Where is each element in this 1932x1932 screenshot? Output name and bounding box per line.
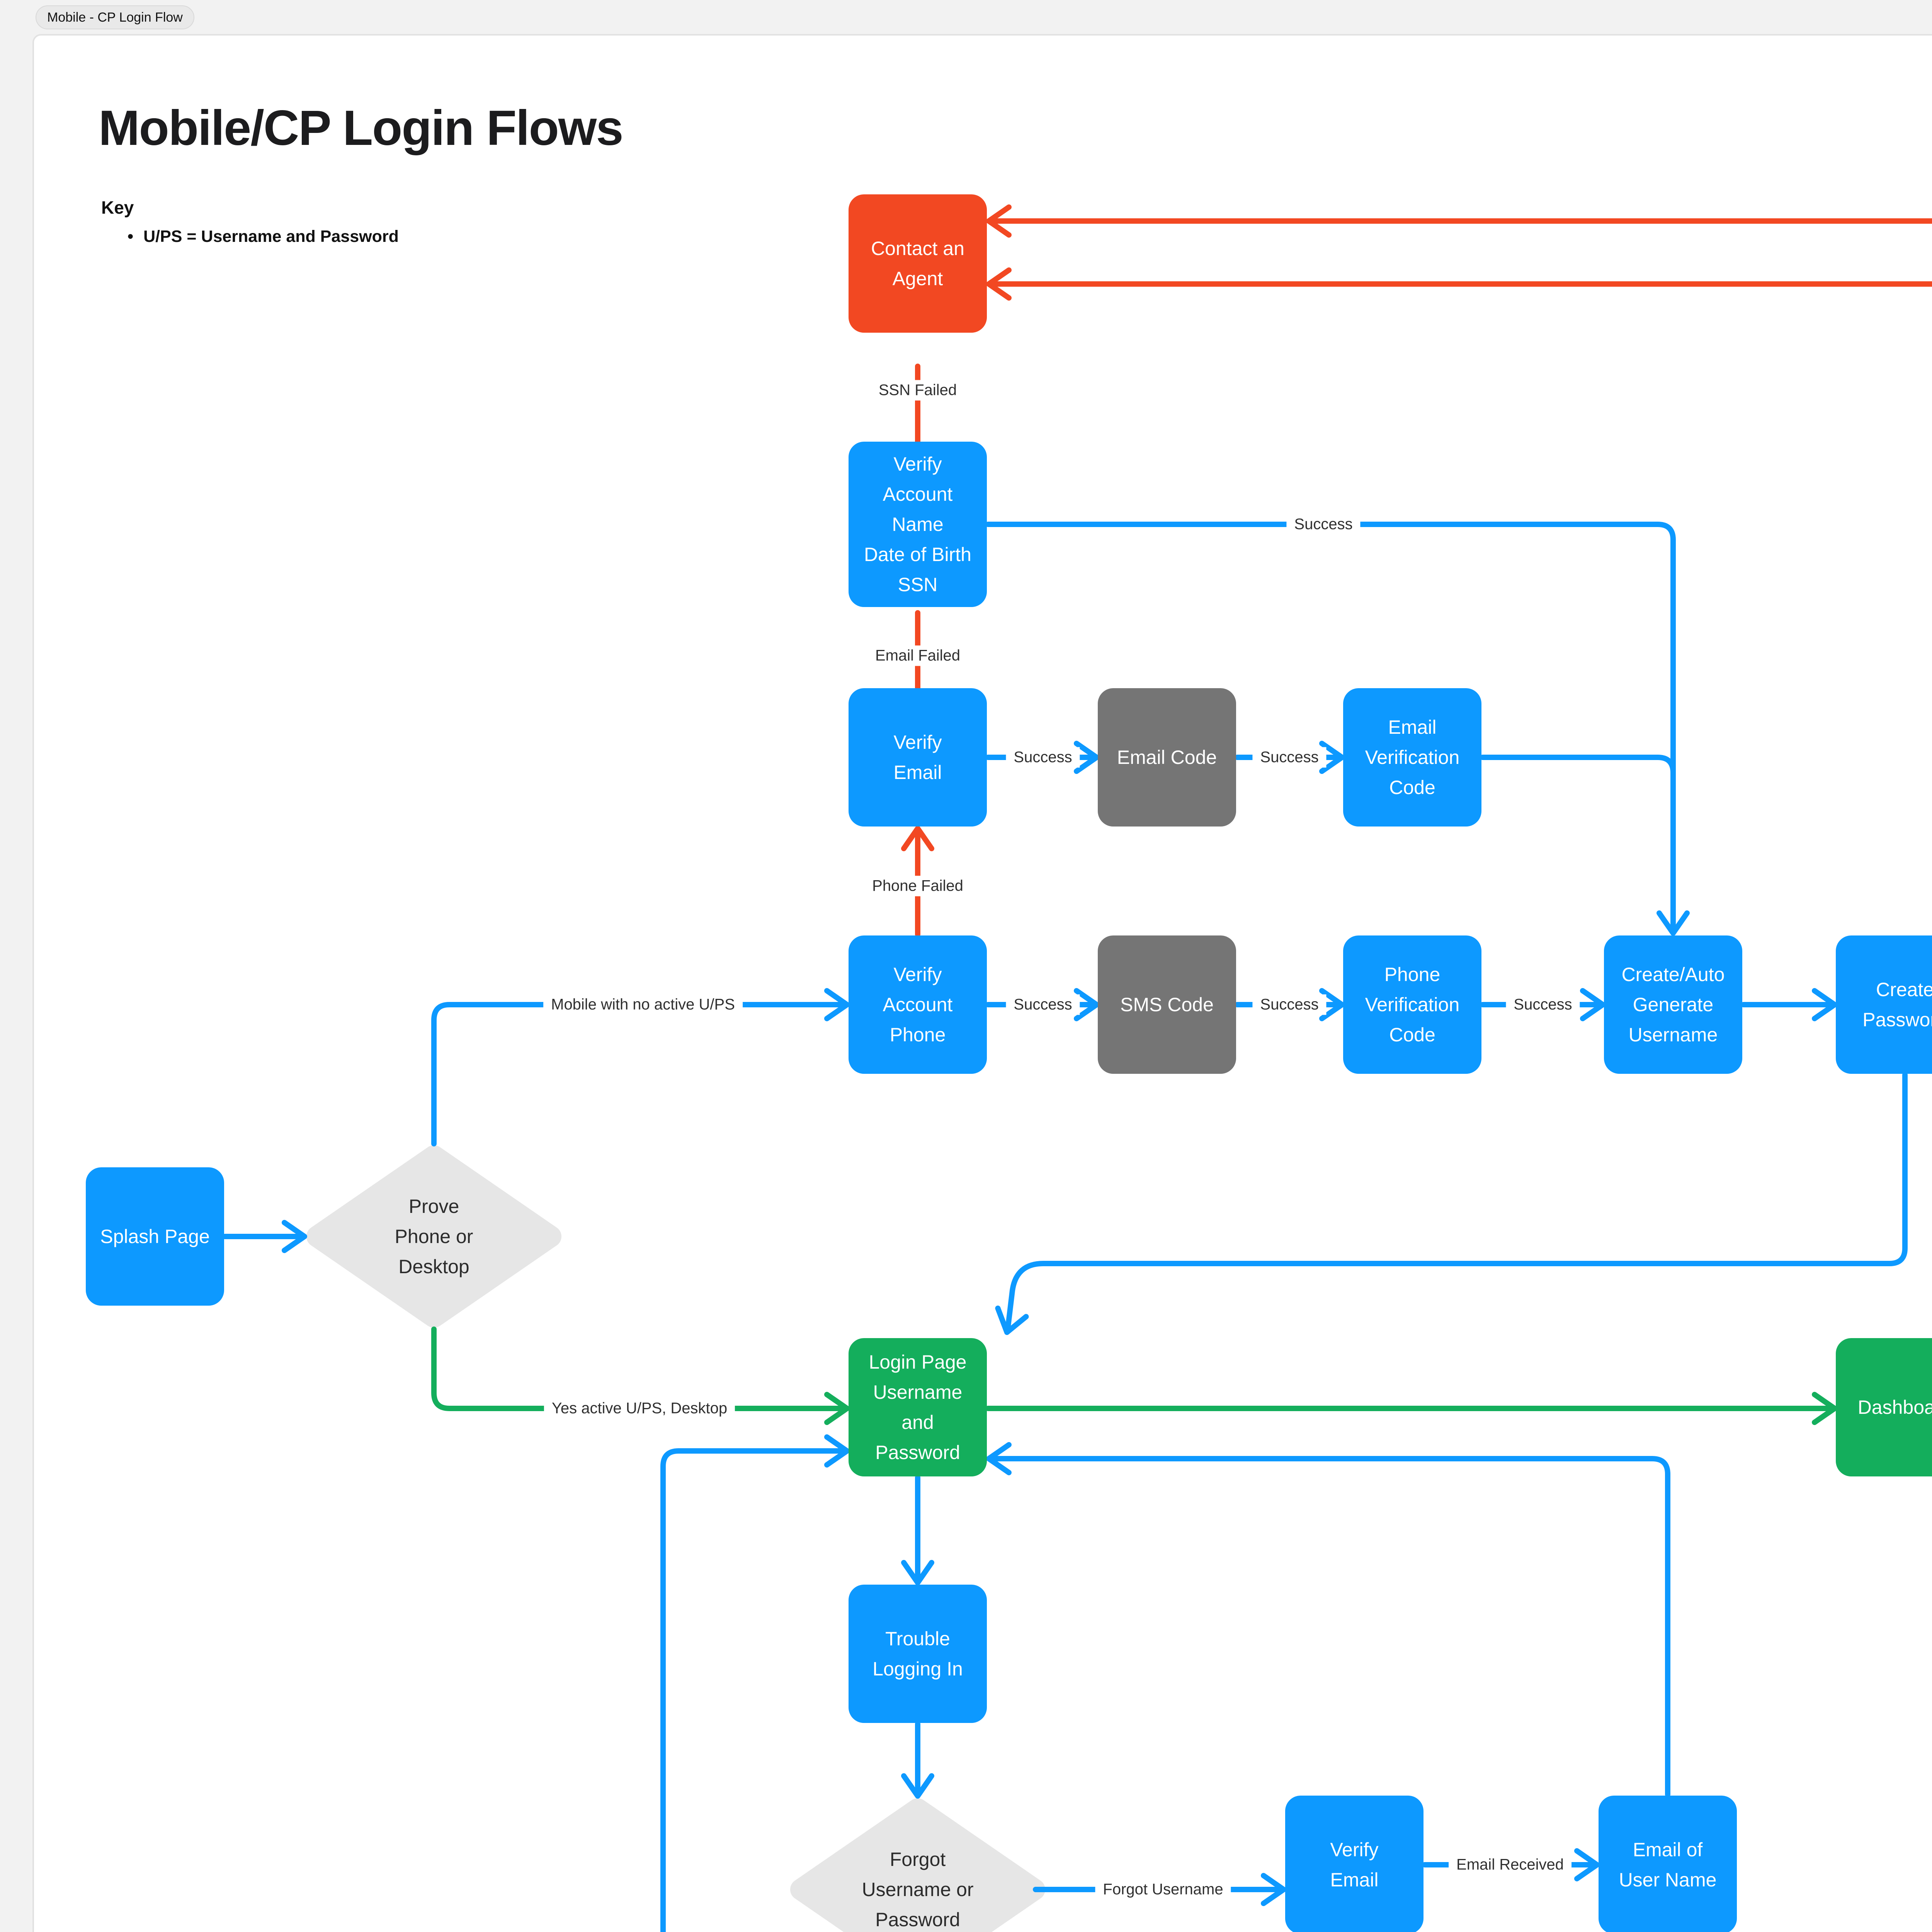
node-create-auto-username[interactable]: Create/Auto Generate Username [1604,935,1742,1074]
edge-login-to-trouble[interactable] [901,1475,934,1585]
key-heading: Key [101,197,134,218]
edge-create-new-password-to-login-arrowhead [824,1434,850,1468]
edge-verify-account-top-success-to-create-auto[interactable] [985,522,1690,936]
node-trouble-logging-in[interactable]: Trouble Logging In [849,1585,987,1723]
edge-login-to-dashboard-arrowhead [1812,1392,1837,1425]
edge-prove-to-login[interactable] [431,1327,850,1425]
label-mobile-no-active-ups[interactable]: Mobile with no active U/PS [543,994,743,1015]
edge-create-new-password-to-login-line [660,1448,845,1932]
edge-prove-to-verify-account-phone-arrowhead [824,988,850,1021]
edge-create-auto-to-create-password-arrowhead [1812,988,1837,1021]
edge-verify-account-phone-to-sms-code-arrowhead [1074,988,1099,1021]
edge-verify-account-top-success-arrowhead [1656,910,1690,936]
label-success-phone-1[interactable]: Success [1006,994,1080,1015]
label-success-phone-2[interactable]: Success [1252,994,1327,1015]
edge-sms-code-to-phone-verification-arrowhead [1319,988,1345,1021]
node-verify-account-top[interactable]: Verify Account Name Date of Birth SSN [849,442,987,607]
bullet-icon: • [128,227,134,246]
edge-verify-account-top-success-line [985,522,1676,931]
node-email-verification-code[interactable]: Email Verification Code [1343,688,1481,827]
node-verify-email-bottom[interactable]: Verify Email [1285,1796,1423,1932]
edge-user-info-failed-loop-line [991,218,1932,224]
page-title: Mobile/CP Login Flows [99,100,623,156]
edge-email-code-to-email-verification-arrowhead [1319,741,1345,774]
node-splash-page[interactable]: Splash Page [86,1167,224,1306]
edge-email-failed-loop-line [991,281,1932,287]
edge-email-verification-merge-line [1480,755,1676,853]
edge-prove-to-login-arrowhead [824,1392,850,1425]
edge-verify-email-bottom-email-failed-loop[interactable] [986,267,1932,1932]
decision-prove-label[interactable]: Prove Phone or Desktop [395,1196,473,1277]
edge-login-to-dashboard[interactable] [985,1392,1837,1425]
label-phone-failed[interactable]: Phone Failed [864,876,971,896]
edge-prove-to-verify-account-phone[interactable] [431,988,850,1146]
label-success-email-2[interactable]: Success [1252,747,1327,768]
edge-splash-to-prove[interactable] [222,1220,307,1253]
decision-forgot-label[interactable]: Forgot Username or Password [862,1849,974,1930]
page-tab[interactable]: Mobile - CP Login Flow [36,5,194,29]
key-item-text: U/PS = Username and Password [143,227,399,246]
edge-create-password-to-login-line [1005,1072,1908,1332]
key-item: • U/PS = Username and Password [128,227,399,246]
edge-create-password-to-login-arrowhead [995,1305,1029,1335]
label-ssn-failed[interactable]: SSN Failed [871,380,965,401]
decision-forgot-shape[interactable] [790,1798,1045,1932]
edge-trouble-to-forgot[interactable] [901,1721,934,1799]
edge-email-of-username-to-login-line [991,1456,1670,1797]
decision-prove-shape[interactable] [306,1145,561,1328]
edge-email-of-username-to-login-arrowhead [986,1442,1012,1475]
label-success-phone-3[interactable]: Success [1506,994,1580,1015]
label-success-verify-account[interactable]: Success [1286,514,1361,535]
edge-verify-account-bottom-user-info-failed-loop[interactable] [986,204,1932,1932]
edge-phone-verification-to-create-auto-arrowhead [1580,988,1605,1021]
node-email-of-username[interactable]: Email of User Name [1599,1796,1737,1932]
edge-create-password-to-login[interactable] [993,1072,1908,1335]
edge-create-auto-to-create-password[interactable] [1741,988,1837,1021]
edge-email-of-username-to-login[interactable] [986,1442,1670,1797]
node-create-password[interactable]: Create Password [1836,935,1932,1074]
edge-email-verification-merge[interactable] [1480,755,1676,853]
node-verify-account-phone[interactable]: Verify Account Phone [849,935,987,1074]
edge-user-info-failed-loop-arrowhead [986,204,1012,238]
edge-trouble-to-forgot-arrowhead [901,1773,934,1799]
edge-prove-to-login-line [431,1327,845,1411]
edge-email-failed-loop-arrowhead [986,267,1012,301]
page-tab-label: Mobile - CP Login Flow [47,10,183,25]
edge-verify-email-to-email-code-arrowhead [1074,741,1099,774]
edge-phone-failed-arrowhead [901,826,934,851]
label-email-received[interactable]: Email Received [1449,1854,1571,1875]
node-email-code[interactable]: Email Code [1098,688,1236,827]
edge-splash-to-prove-arrowhead [282,1220,307,1253]
edge-prove-to-verify-account-phone-line [431,1002,845,1146]
node-login-page[interactable]: Login Page Username and Password [849,1338,987,1476]
edge-login-to-trouble-arrowhead [901,1560,934,1585]
label-yes-active-ups[interactable]: Yes active U/PS, Desktop [544,1398,735,1419]
node-contact-agent[interactable]: Contact an Agent [849,194,987,333]
node-verify-email-top[interactable]: Verify Email [849,688,987,827]
node-dashboard[interactable]: Dashboard [1836,1338,1932,1476]
label-email-failed-mid[interactable]: Email Failed [867,645,968,666]
label-success-email-1[interactable]: Success [1006,747,1080,768]
node-sms-code[interactable]: SMS Code [1098,935,1236,1074]
edge-verify-email-bottom-to-email-of-username-arrowhead [1574,1848,1600,1881]
label-forgot-username[interactable]: Forgot Username [1095,1879,1231,1900]
edge-forgot-to-verify-email-bottom-arrowhead [1261,1873,1286,1906]
edge-create-new-password-to-login[interactable] [660,1434,850,1932]
node-phone-verification-code[interactable]: Phone Verification Code [1343,935,1481,1074]
